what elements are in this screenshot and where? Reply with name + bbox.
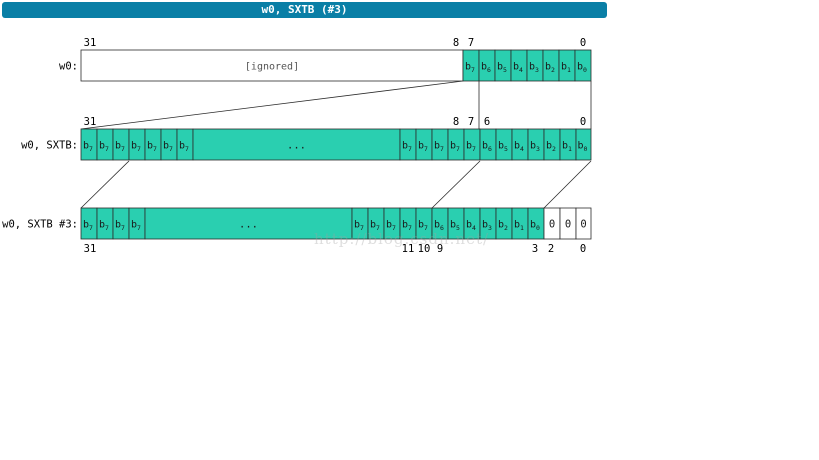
- bit-index-bottom: 0: [580, 243, 586, 255]
- bit-label: b7: [131, 220, 141, 233]
- row-w0-sxtb: w0, SXTB: b7 b7 b7 b7 b7 b7 b7... b7 b7 b7 b7 b7 b6 b5…: [21, 116, 592, 161]
- zero-label: 0: [549, 219, 555, 231]
- connector-lines: [80, 80, 592, 209]
- ignored-label: [ignored]: [245, 62, 299, 73]
- bit-label: b7: [354, 220, 364, 233]
- bit-label: b7: [386, 220, 396, 233]
- bit-index-top: 0: [580, 37, 586, 49]
- bit-label: b7: [99, 141, 109, 154]
- bit-label: b3: [529, 62, 539, 75]
- bit-label: b4: [514, 141, 524, 154]
- bit-label: b7: [83, 141, 93, 154]
- bit-label: b4: [513, 62, 523, 75]
- bit-index-top: 6: [484, 116, 490, 128]
- bit-index-bottom: 31: [84, 243, 97, 255]
- bit-label: b7: [147, 141, 157, 154]
- bit-label: b7: [163, 141, 173, 154]
- bit-label: b7: [131, 141, 141, 154]
- ignored-field: [80, 49, 464, 82]
- bit-index-top: 8: [453, 116, 459, 128]
- connector-line: [543, 160, 592, 209]
- bit-label: b3: [482, 220, 492, 233]
- bit-label: b7: [465, 62, 475, 75]
- bit-index-bottom: 3: [532, 243, 538, 255]
- bit-index-top: 31: [84, 116, 97, 128]
- bit-label: b5: [497, 62, 507, 75]
- bit-label: b0: [577, 62, 587, 75]
- bit-label: b7: [450, 141, 460, 154]
- bit-index-top: 31: [84, 37, 97, 49]
- bit-index-top: 0: [580, 116, 586, 128]
- bit-label: b7: [370, 220, 380, 233]
- bit-label: b6: [481, 62, 491, 75]
- bit-label: b7: [434, 141, 444, 154]
- watermark: http://blog.csdn.net/: [314, 230, 490, 248]
- title-bar: w0, SXTB (#3): [2, 2, 607, 18]
- connector-line: [80, 80, 464, 130]
- bit-label: b2: [546, 141, 556, 154]
- row-label: w0, SXTB #3:: [2, 219, 78, 231]
- bit-label: b6: [434, 220, 444, 233]
- bit-label: b7: [115, 220, 125, 233]
- bit-label: b7: [99, 220, 109, 233]
- bit-index-top: 8: [453, 37, 459, 49]
- bit-label: b2: [498, 220, 508, 233]
- connector-line: [431, 160, 481, 209]
- bit-index-bottom: 9: [437, 243, 443, 255]
- bit-label: b5: [498, 141, 508, 154]
- bit-cell: [574, 49, 592, 82]
- ellipsis-label: ...: [239, 219, 258, 231]
- ellipsis-cell: [192, 128, 401, 161]
- bit-label: b5: [450, 220, 460, 233]
- bit-index-bottom: 2: [548, 243, 554, 255]
- bit-label: b7: [418, 141, 428, 154]
- bit-label: b1: [562, 141, 572, 154]
- bit-label: b3: [530, 141, 540, 154]
- bit-label: b4: [466, 220, 476, 233]
- bit-label: b7: [402, 141, 412, 154]
- bit-label: b7: [83, 220, 93, 233]
- zero-cell: [575, 207, 592, 240]
- zero-label: 0: [580, 219, 586, 231]
- row-w0-sxtb-3: w0, SXTB #3: b7 b7 b7 b7... b7 b7 b7 b7 b7 b6 b5 b4 b…: [2, 207, 592, 255]
- bit-label: b7: [115, 141, 125, 154]
- bit-cell: [575, 128, 592, 161]
- row-label: w0:: [59, 61, 78, 73]
- bit-index-bottom: 10: [418, 243, 431, 255]
- bit-label: b6: [482, 141, 492, 154]
- bit-label: b7: [179, 141, 189, 154]
- bit-label: b1: [561, 62, 571, 75]
- bit-label: b7: [418, 220, 428, 233]
- zero-label: 0: [565, 219, 571, 231]
- ellipsis-label: ...: [287, 140, 306, 152]
- connector-line: [80, 160, 130, 209]
- bit-index-top: 7: [468, 116, 474, 128]
- bit-index-bottom: 11: [402, 243, 415, 255]
- bit-index-top: 7: [468, 37, 474, 49]
- bit-label: b0: [578, 141, 588, 154]
- bit-label: b1: [514, 220, 524, 233]
- bit-label: b2: [545, 62, 555, 75]
- bit-label: b7: [402, 220, 412, 233]
- row-label: w0, SXTB:: [21, 140, 78, 152]
- bit-label: b0: [530, 220, 540, 233]
- bit-label: b7: [466, 141, 476, 154]
